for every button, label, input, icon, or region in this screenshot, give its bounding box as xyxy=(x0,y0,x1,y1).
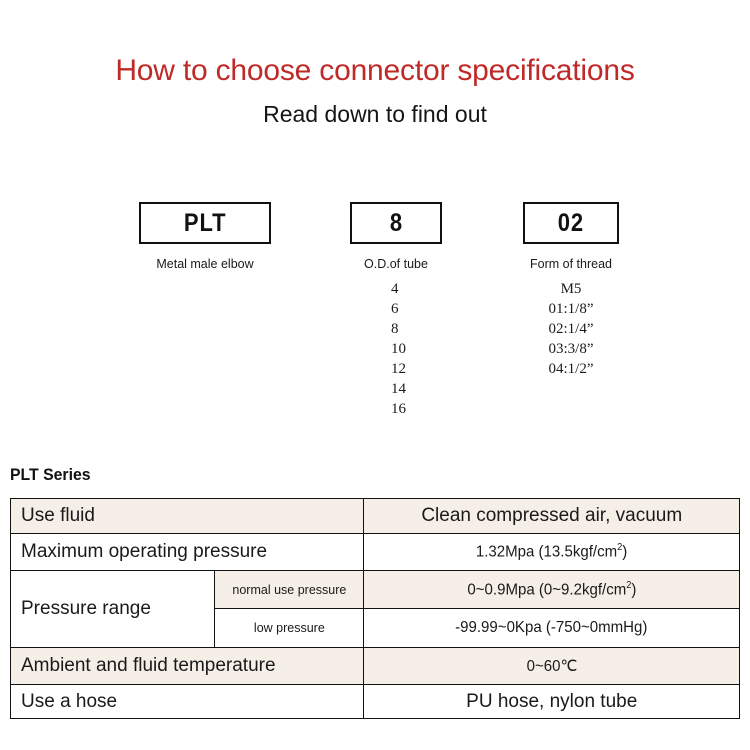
code-breakdown-section: PLT Metal male elbow 8 O.D.of tube 4 6 8 10… xyxy=(139,202,619,419)
code-caption-series: Metal male elbow xyxy=(156,257,254,271)
option-item-tube-3: 10 xyxy=(391,341,406,357)
code-caption-thread: Form of thread xyxy=(530,257,612,271)
spec-value-2: 0~0.9Mpa (0~9.2kgf/cm2) xyxy=(363,570,740,609)
spec-table-heading: PLT Series xyxy=(10,465,91,484)
page-title: How to choose connector specifications xyxy=(115,54,635,87)
option-item-thread-2: 02:1/4” xyxy=(548,321,594,337)
spec-value-3: -99.99~0Kpa (-750~0mmHg) xyxy=(363,608,740,648)
code-box-thread: 02 xyxy=(523,202,619,244)
option-item-tube-0: 4 xyxy=(391,281,399,297)
spec-sub-low-pressure: low pressure xyxy=(214,608,365,648)
code-box-tube: 8 xyxy=(350,202,442,244)
code-group-thread: 02 Form of thread M5 01:1/8” 02:1/4” 03:3/8… xyxy=(523,202,619,379)
code-box-tube-text: 8 xyxy=(389,208,403,237)
spec-label-5: Use a hose xyxy=(9,684,365,719)
option-item-tube-2: 8 xyxy=(391,321,399,337)
option-list-thread: M5 01:1/8” 02:1/4” 03:3/8” 04:1/2” xyxy=(523,279,619,379)
code-box-series-text: PLT xyxy=(183,208,227,237)
option-item-tube-1: 6 xyxy=(391,301,399,317)
code-box-series: PLT xyxy=(139,202,271,244)
spec-sub-normal-use-pressure: normal use pressure xyxy=(214,570,365,609)
option-item-thread-4: 04:1/2” xyxy=(548,361,594,377)
option-item-tube-4: 12 xyxy=(391,361,406,377)
option-item-thread-0: M5 xyxy=(560,281,582,297)
page-subtitle: Read down to find out xyxy=(263,101,487,127)
spec-table-row: low pressure-99.99~0Kpa (-750~0mmHg) xyxy=(11,608,740,648)
spec-label-1: Maximum operating pressure xyxy=(9,533,365,571)
code-group-series: PLT Metal male elbow xyxy=(139,202,271,271)
spec-label-0: Use fluid xyxy=(9,498,365,534)
option-item-thread-1: 01:1/8” xyxy=(548,301,594,317)
spec-label-4: Ambient and fluid temperature xyxy=(9,647,365,685)
spec-value-0: Clean compressed air, vacuum xyxy=(363,498,740,534)
option-item-tube-6: 16 xyxy=(391,401,406,417)
code-group-tube: 8 O.D.of tube 4 6 8 10 12 14 16 xyxy=(350,202,442,419)
code-box-thread-text: 02 xyxy=(557,208,585,237)
option-item-thread-3: 03:3/8” xyxy=(548,341,594,357)
spec-label-pressure-range: Pressure range xyxy=(9,570,216,648)
spec-value-1: 1.32Mpa (13.5kgf/cm2) xyxy=(363,533,740,571)
option-list-tube: 4 6 8 10 12 14 16 xyxy=(350,279,442,419)
spec-value-4: 0~60℃ xyxy=(363,647,740,685)
code-caption-tube: O.D.of tube xyxy=(364,257,428,271)
option-item-tube-5: 14 xyxy=(391,381,406,397)
spec-value-5: PU hose, nylon tube xyxy=(363,684,740,719)
